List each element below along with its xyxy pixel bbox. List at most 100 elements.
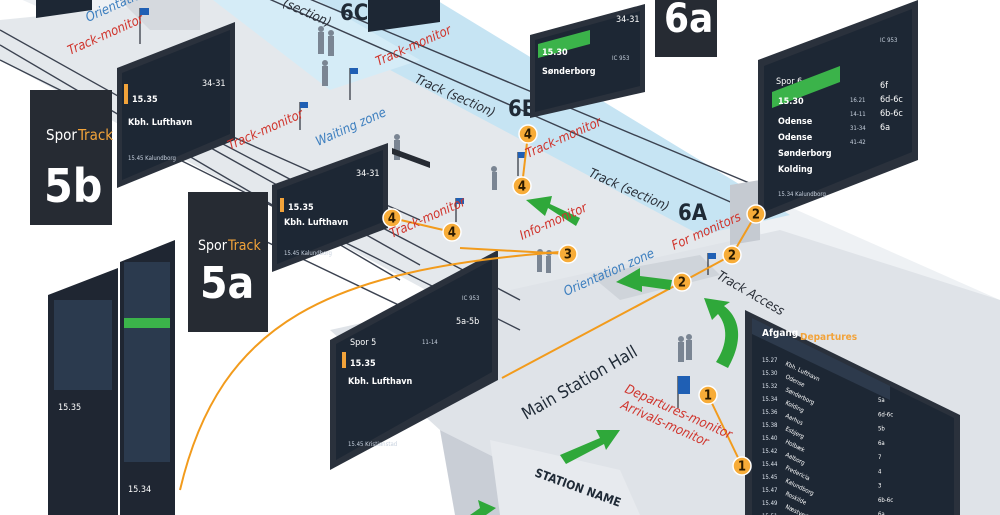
screen-footer: 15.45 Kalundborg	[128, 155, 176, 162]
track-code-6a: 6A	[678, 201, 708, 226]
screen-track: 6f	[880, 81, 888, 91]
route-badge-number: 2	[752, 208, 760, 223]
screen-train-badge: IC 953	[612, 55, 629, 62]
screen-destination: Kbh. Lufthavn	[284, 218, 349, 228]
track-monitor-5a: 15.35 34-31 Kbh. Lufthavn 15.45 Kalundbo…	[272, 143, 388, 272]
screen-time-range: 41-42	[850, 139, 866, 146]
screen-destination: Kbh. Lufthavn	[348, 377, 413, 387]
blocked-sign	[392, 148, 430, 168]
route-badge: 4	[442, 222, 462, 242]
screen-footer: 15.45 Kristianstad	[348, 441, 397, 448]
green-arrow-info	[526, 196, 580, 226]
route-badge: 2	[746, 204, 766, 224]
route-badge-number: 1	[738, 460, 746, 475]
departure-time: 15.27	[762, 357, 777, 364]
flags	[139, 8, 716, 408]
departure-track: 5b	[878, 426, 885, 433]
route-badge: 4	[518, 124, 538, 144]
departures-title-en: Departures	[800, 332, 857, 343]
screen-destination: Kbh. Lufthavn	[128, 118, 193, 128]
departure-time: 15.30	[762, 370, 778, 377]
departure-track: 5a	[878, 397, 885, 404]
green-arrow-stairs	[616, 268, 672, 292]
screen-time: 15.35	[288, 203, 314, 213]
screen-track: 6a	[880, 123, 890, 133]
screen-platform: 34-31	[356, 169, 380, 179]
screen-time-range: 11-14	[422, 339, 438, 346]
departure-track: 3	[878, 483, 881, 490]
departure-time: 15.45	[762, 474, 777, 481]
departure-track: 7	[878, 454, 881, 461]
sign-track-label: Track	[77, 126, 113, 144]
departure-time: 15.51	[762, 513, 777, 515]
route-badge-circle	[732, 456, 752, 476]
route-badge: 2	[722, 245, 742, 265]
departure-track: 6a	[878, 511, 885, 515]
track-sign-5b: Spor Track 5b	[30, 90, 113, 225]
departure-track: 6a	[878, 440, 885, 447]
route-badge-circle	[558, 244, 578, 264]
track-monitor-6b: 15.30 34-31 Sønderborg IC 953	[530, 4, 645, 118]
route-badge-number: 1	[704, 389, 712, 404]
route-badge-circle	[518, 124, 538, 144]
screen-spor: Spor 6	[776, 77, 802, 87]
track-monitor-spor6: Spor 6 15.30 IC 953 Odense Odense Sønder…	[758, 0, 918, 222]
screen-time: 15.30	[778, 97, 804, 107]
sign-spor-label: Spor	[198, 238, 228, 254]
departure-track: 6d-6c	[878, 411, 893, 418]
departure-time: 15.38	[762, 422, 778, 429]
green-arrow-bottom	[470, 500, 496, 515]
screen-time-range: 14-11	[850, 111, 866, 118]
screen-destination: Sønderborg	[542, 67, 596, 77]
green-arrow-hall	[560, 430, 620, 464]
screen-train-badge: IC 953	[462, 295, 479, 302]
screen-platform: 5a-5b	[456, 317, 479, 327]
screen-destination: Sønderborg	[778, 149, 832, 159]
screen-time: 15.35	[350, 359, 376, 369]
sign-track-number: 5b	[44, 159, 102, 213]
track-band-blue-left	[213, 0, 420, 90]
track-code-6a-top: 6a	[655, 0, 717, 57]
stair-top	[120, 0, 200, 30]
departure-time: 15.32	[762, 383, 777, 390]
track-code-6c: 6C	[340, 1, 368, 26]
screen-platform: 34-31	[616, 15, 640, 25]
route-badge: 4	[512, 176, 532, 196]
route-badge-number: 4	[524, 128, 532, 143]
route-badges: 1 1 2 2 2 3 4 4 4 4	[382, 124, 766, 476]
route-badge-number: 4	[518, 180, 526, 195]
screen-time: 15.35	[132, 95, 158, 105]
green-arrow-curve	[704, 298, 739, 368]
track-sign-5a: Spor Track 5a	[188, 192, 268, 332]
route-badge-number: 4	[448, 226, 456, 241]
route-badge-number: 2	[678, 276, 686, 291]
route-badge-number: 4	[388, 212, 396, 227]
route-badge: 2	[672, 272, 692, 292]
track-code: 6a	[664, 0, 713, 42]
green-arrows	[470, 196, 739, 515]
monitor-top-mid	[368, 0, 440, 32]
departure-time: 15.47	[762, 487, 777, 494]
departure-time: 15.44	[762, 461, 778, 468]
screen-time: 15.30	[542, 48, 568, 58]
screen-time: 15.34	[128, 485, 151, 495]
departure-time: 15.49	[762, 500, 778, 507]
screen-footer: 15.34 Kalundborg	[778, 191, 826, 198]
route-badge-circle	[698, 385, 718, 405]
screen-platform: 34-31	[202, 79, 226, 89]
track-code: 6A	[678, 201, 708, 226]
screen-train-badge: IC 953	[880, 37, 897, 44]
sign-track-label: Track	[227, 238, 261, 254]
route-badge: 4	[382, 208, 402, 228]
screen-time-range: 31-34	[850, 125, 866, 132]
route-badge: 3	[558, 244, 578, 264]
screen-destination: Odense	[778, 117, 813, 127]
left-tall-monitor: 15.35 15.34	[48, 240, 175, 515]
route-badge: 1	[698, 385, 718, 405]
route-badge-number: 3	[564, 248, 572, 263]
track-code: 6C	[340, 1, 368, 26]
monitor-top-left	[36, 0, 92, 18]
